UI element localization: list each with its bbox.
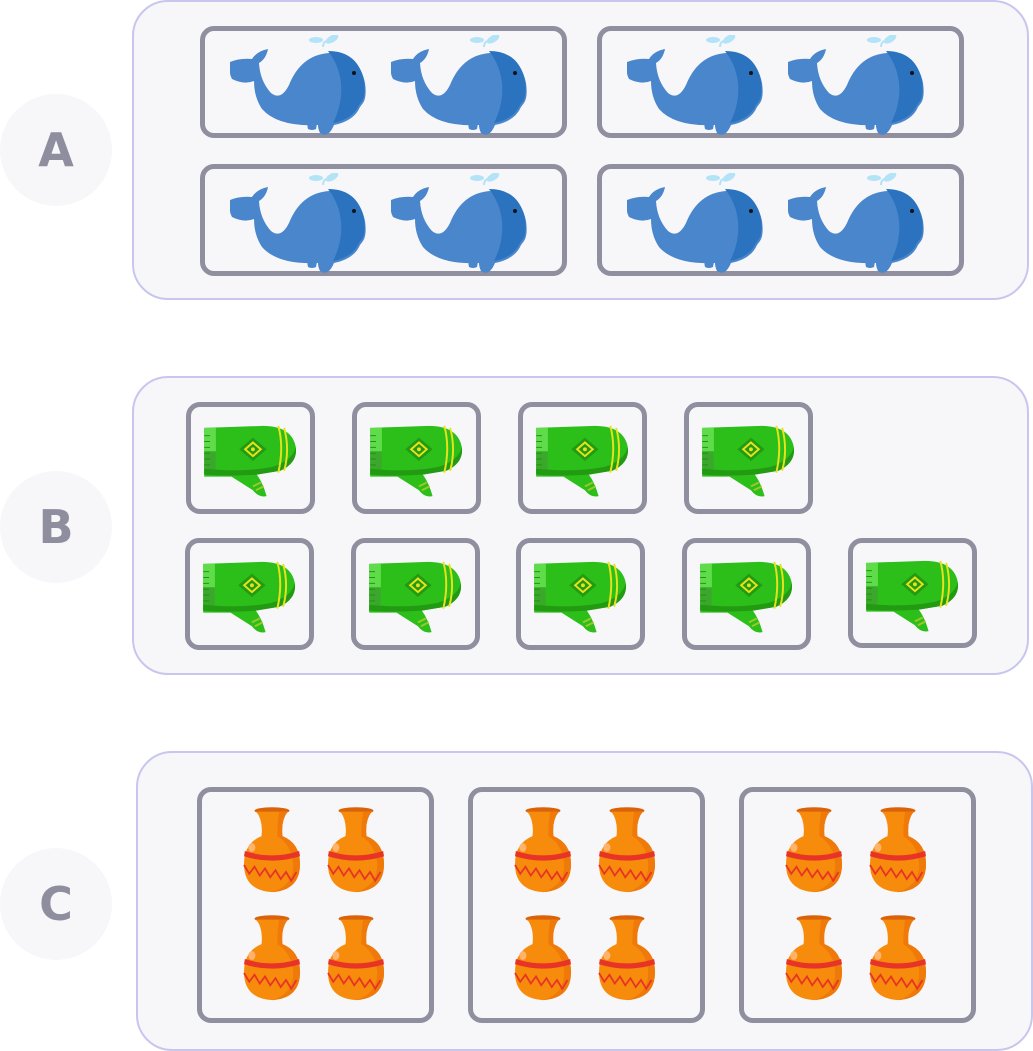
group [351,538,480,650]
whale-icon [386,173,532,273]
option-label-a: A [0,94,112,206]
vase-icon [508,803,578,899]
vase-icon [508,911,578,1007]
whale-icon [783,173,929,273]
whale-icon [783,35,929,135]
mitten-icon [531,558,631,636]
vase-icon [592,803,662,899]
whale-icon [225,173,371,273]
group [468,787,705,1023]
group [352,402,481,514]
whale-icon [622,35,768,135]
mitten-icon [533,422,633,500]
vase-icon [237,803,307,899]
vase-icon [321,911,391,1007]
mitten-icon [366,558,466,636]
group [684,402,813,514]
group [185,538,314,650]
whale-icon [622,173,768,273]
vase-icon [237,911,307,1007]
mitten-icon [697,558,797,636]
option-a-panel[interactable] [132,0,1029,300]
mitten-icon [863,557,963,635]
vase-icon [863,911,933,1007]
vase-icon [863,803,933,899]
whale-icon [386,35,532,135]
group [597,26,964,138]
group [848,538,977,648]
mitten-icon [200,558,300,636]
vase-icon [779,911,849,1007]
group [186,402,315,514]
group [197,787,434,1023]
group [200,26,567,138]
mitten-icon [201,422,301,500]
vase-icon [321,803,391,899]
group [518,402,647,514]
mitten-icon [367,422,467,500]
option-label-b: B [0,471,112,583]
option-b-panel[interactable] [132,376,1029,675]
group [597,164,964,276]
group [200,164,567,276]
vase-icon [779,803,849,899]
whale-icon [225,35,371,135]
group [516,538,645,650]
mitten-icon [699,422,799,500]
vase-icon [592,911,662,1007]
option-label-c: C [0,848,112,960]
group [739,787,976,1023]
group [682,538,811,650]
option-c-panel[interactable] [136,751,1033,1051]
